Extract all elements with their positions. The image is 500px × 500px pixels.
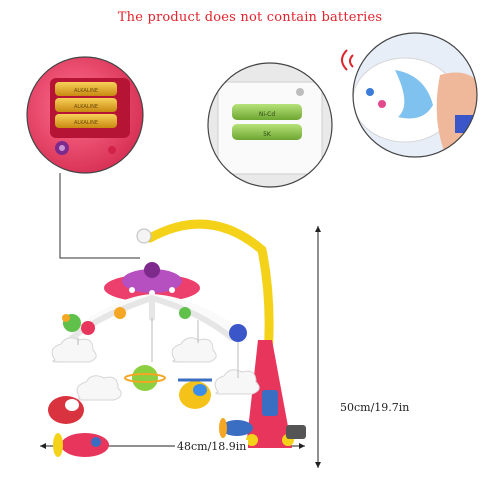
baby-mobile-toy — [48, 219, 306, 457]
battery-label: Ni-Cd — [259, 111, 276, 118]
right-zoom-circle — [341, 32, 478, 158]
middle-zoom-circle: Ni-Cd 5K — [207, 62, 333, 188]
battery-label: 5K — [263, 131, 272, 138]
battery-label: ALKALINE — [74, 120, 98, 126]
left-zoom-circle: ALKALINE ALKALINE ALKALINE — [26, 56, 144, 174]
no-batteries-notice: The product does not contain batteries — [117, 10, 383, 25]
sound-waves-icon — [341, 49, 354, 71]
width-label: 48cm/18.9in — [175, 440, 249, 453]
height-dimension-line — [315, 226, 321, 468]
battery-label: ALKALINE — [74, 104, 98, 110]
battery-icon: ALKALINE ALKALINE ALKALINE — [55, 82, 117, 128]
battery-icon: Ni-Cd 5K — [232, 104, 302, 140]
battery-label: ALKALINE — [74, 88, 98, 94]
height-label: 50cm/19.7in — [338, 401, 412, 414]
